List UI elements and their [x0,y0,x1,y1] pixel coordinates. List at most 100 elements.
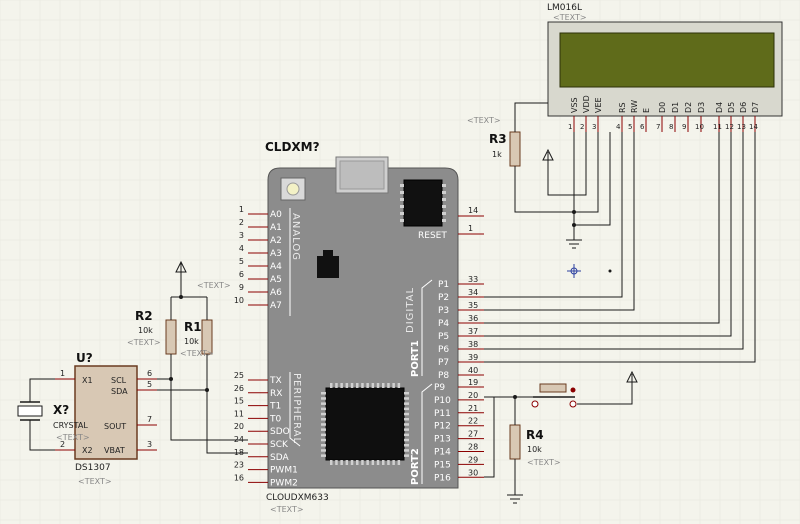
junction-rw [572,223,576,227]
crystal-wire-bottom [29,420,55,451]
main-chip-pin [404,407,409,411]
junction-scl [169,377,173,381]
pin-number: 39 [468,353,478,362]
main-chip-pin [404,428,409,431]
wire-scl-sck [170,379,248,441]
ds1307-pin-num-sda: 5 [147,380,152,389]
wire-vdd [547,132,587,196]
lcd-pin-number: 12 [725,123,734,131]
crystal-ref: X? [53,403,69,417]
pin-label-p5: P5 [438,332,449,342]
flash-chip-pin [442,191,446,194]
ds1307-text-tag: <TEXT> [78,477,112,486]
pin-label-a1: A1 [270,223,282,233]
resistor-r2[interactable]: R2 10k <TEXT> [127,309,177,355]
flash-chip [403,179,443,227]
lcd-pin-number: 10 [695,123,704,131]
main-chip-pin [361,460,364,465]
pin-label-tx: TX [269,376,282,386]
main-chip-pin [382,383,385,388]
resistor-r1[interactable]: R1 10k <TEXT> [180,319,214,358]
main-chip-pin [356,383,359,388]
cursor-crosshair-icon [567,264,581,278]
power-text-tag: <TEXT> [197,281,231,290]
r3-body [509,131,521,167]
junction-sda [205,388,209,392]
lcd-pin-label-vss: VSS [570,97,579,113]
r4-value: 10k [527,445,542,454]
regulator-tab [323,250,333,256]
main-chip-pin [404,397,409,400]
pin-number: 3 [239,231,244,240]
main-chip-pin [404,444,409,447]
flash-chip-pin [400,184,404,187]
main-chip-pin [404,433,409,437]
push-button-dot [570,387,576,393]
ds1307-component[interactable]: U? X1 X2 SCL SDA SOUT VBAT 1 2 6 5 7 3 D… [55,351,157,486]
main-chip-pin [321,392,326,395]
flash-chip-pin [400,198,404,201]
pin-label-p7: P7 [438,358,449,368]
wire-d4-p4 [484,132,720,324]
pin-number: 1 [468,224,473,233]
mcu-board[interactable]: CLDXM? ANALOG PERIPHERAL DIGITAL PORT1 P… [234,140,484,514]
main-chip-pin [404,412,409,416]
junction-button [513,395,517,399]
main-chip-pin [376,383,380,388]
main-chip-pin [321,423,326,426]
pin-label-p11: P11 [434,409,451,419]
main-chip-pin [404,418,409,421]
lcd-pin-label-rs: RS [618,102,627,113]
pin-label-a0: A0 [270,210,282,220]
wire-p16 [484,397,495,478]
pin-number: 38 [468,340,478,349]
lcd-pin-number: 6 [640,123,645,131]
r3-value: 1k [492,150,502,159]
pin-number: 25 [234,371,244,380]
main-chip-pin [340,383,343,388]
wire-r3-top [514,102,548,132]
main-chip-pin [376,460,380,465]
pin-number: 14 [468,206,478,215]
main-chip-pin [361,383,364,388]
port2-bracket [421,383,433,484]
flash-chip-pin [442,184,446,187]
resistor-r3[interactable]: R3 1k <TEXT> [467,116,521,167]
push-button-cap [539,383,567,393]
push-button[interactable] [531,383,577,408]
main-chip-pin [397,460,401,465]
lcd-pins: VSS1VDD2VEE3RS4RW5E6D07D18D29D310D411D51… [568,95,760,132]
lcd-component[interactable]: LM016L <TEXT> VSS1VDD2VEE3RS4RW5E6D07D18… [547,3,783,132]
pin-label-p15: P15 [434,460,451,470]
pin-number: 1 [239,205,244,214]
main-chip-pin [387,383,390,388]
main-chip-pin [345,460,349,465]
resistor-r4[interactable]: R4 10k <TEXT> [509,424,561,467]
main-chip-pin [404,454,409,457]
lcd-pin-label-d5: D5 [727,102,736,113]
lcd-screen [559,32,775,88]
pin-number: 33 [468,275,478,284]
wire-rs-p2 [484,132,623,298]
pin-label-p10: P10 [434,396,451,406]
flash-chip-pin [400,219,404,222]
pin-number: 26 [234,384,244,393]
ground-symbols [507,239,582,504]
pin-label-p1: P1 [438,280,449,290]
main-chip-pin [321,444,326,447]
ds1307-pin-num-sout: 7 [147,415,152,424]
junction-stray [608,269,612,273]
ds1307-pin-num-scl: 6 [147,369,152,378]
lcd-pin-label-rw: RW [630,100,639,113]
pin-number: 27 [468,430,478,439]
r3-text-tag: <TEXT> [467,116,501,125]
lcd-pin-label-d1: D1 [671,102,680,113]
r2-label: R2 [135,309,153,323]
pin-number: 23 [234,461,244,470]
main-chip-pin [321,454,326,457]
lcd-text-tag: <TEXT> [553,13,587,22]
ds1307-body [74,365,138,460]
power-symbol-r1r2 [175,260,187,273]
crystal-component[interactable]: X? CRYSTAL <TEXT> [17,378,90,451]
r1-label: R1 [184,320,202,334]
